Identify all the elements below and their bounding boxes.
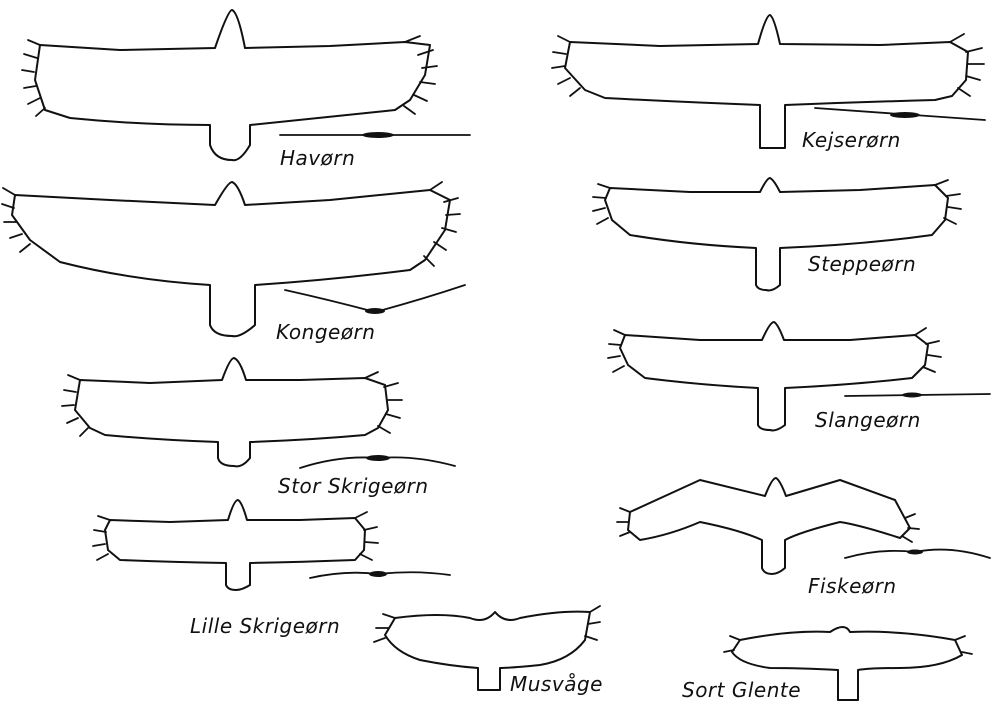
label-stor-skrigeorn: Stor Skrigeørn [278,474,429,498]
label-havorn: Havørn [280,146,355,170]
silhouette-kongeorn [2,182,460,336]
label-sort-glente: Sort Glente [682,678,801,702]
label-fiskeorn: Fiskeørn [808,574,897,598]
profile-kejserorn [815,108,985,120]
label-musvage: Musvåge [510,672,603,696]
profile-fiskeorn [845,550,990,559]
profile-kongeorn [285,285,465,314]
silhouette-fiskeorn [617,478,919,574]
profile-lille-skrigeorn [310,571,450,578]
label-slangeorn: Slangeørn [815,408,921,432]
profile-slangeorn [845,393,990,398]
label-steppeorn: Steppeørn [808,252,916,276]
label-lille-skrigeorn: Lille Skrigeørn [190,614,340,638]
label-kongeorn: Kongeørn [276,320,375,344]
profile-stor-skrigeorn [300,455,455,468]
label-kejserorn: Kejserørn [802,128,901,152]
silhouette-lille-skrigeorn [93,500,378,590]
silhouette-kejserorn [552,15,984,148]
profile-havorn [280,132,470,138]
silhouette-stor-skrigeorn [62,358,402,466]
